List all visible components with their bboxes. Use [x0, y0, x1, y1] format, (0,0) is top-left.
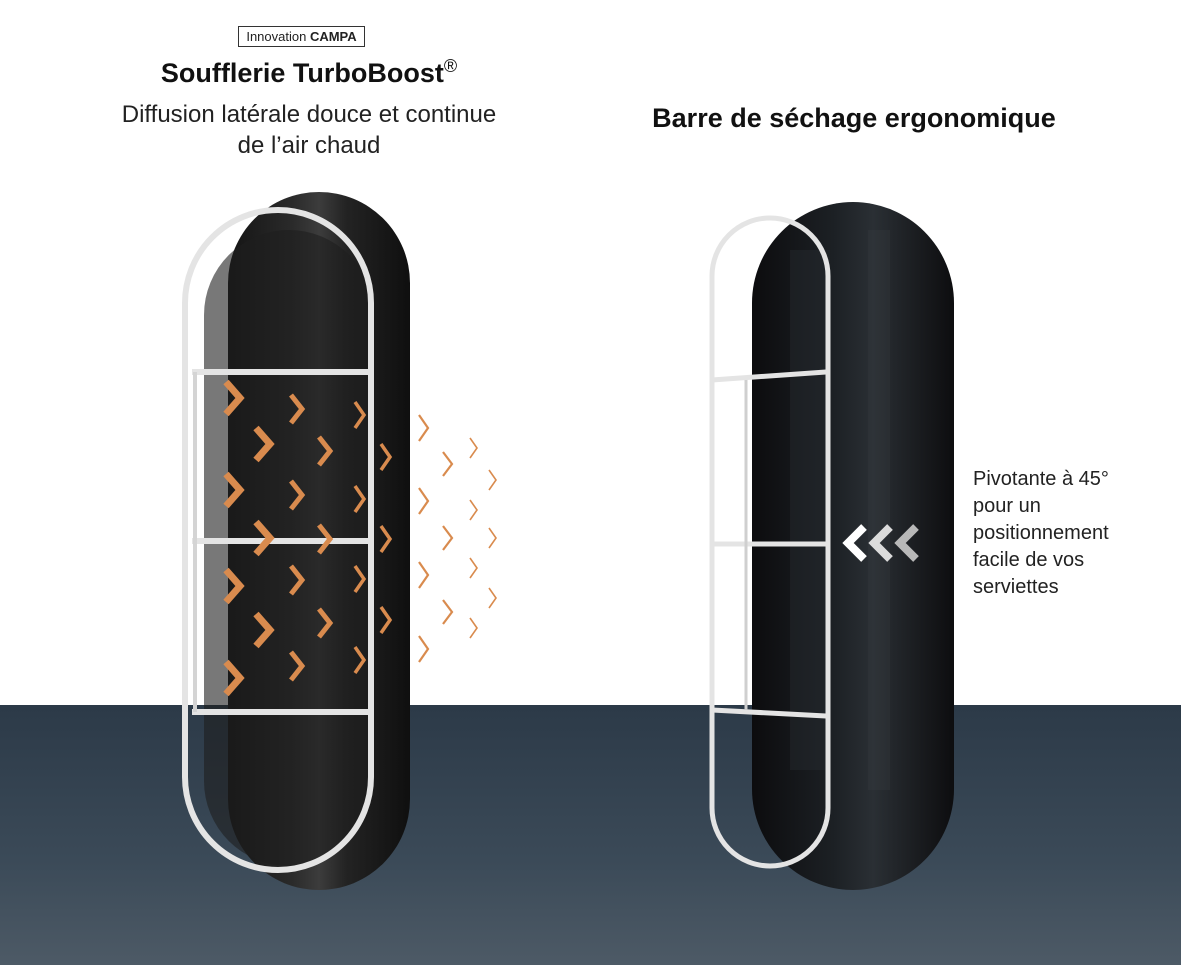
subtitle-line-1: Diffusion latérale douce et continue [121, 101, 497, 128]
airflow-chevron-icon [223, 379, 497, 697]
annotation-line-3: positionnement [973, 522, 1109, 544]
annotation-line-2: pour un [973, 495, 1041, 517]
rotation-chevron-icon [842, 524, 919, 562]
floor-background [0, 705, 1181, 965]
turboboost-title: Soufflerie TurboBoost® [100, 56, 518, 89]
annotation-line-5: serviettes [973, 576, 1059, 598]
innovation-badge: Innovation CAMPA [238, 26, 365, 47]
subtitle-line-2: de l’air chaud [237, 132, 381, 159]
badge-prefix: Innovation [246, 29, 307, 44]
right-radiator [709, 202, 954, 890]
annotation-line-4: facile de vos [973, 549, 1085, 571]
annotation-line-1: Pivotante à 45° [973, 468, 1109, 490]
rotation-annotation: Pivotante à 45° pour un positionnement f… [973, 466, 1153, 601]
left-radiator [182, 192, 410, 890]
drying-bar-title: Barre de séchage ergonomique [652, 103, 1056, 133]
trademark-symbol: ® [443, 56, 458, 76]
turboboost-title-text: Soufflerie TurboBoost [160, 58, 444, 88]
turboboost-subtitle: Diffusion latérale douce et continue de … [100, 99, 518, 161]
badge-brand: CAMPA [309, 29, 357, 44]
